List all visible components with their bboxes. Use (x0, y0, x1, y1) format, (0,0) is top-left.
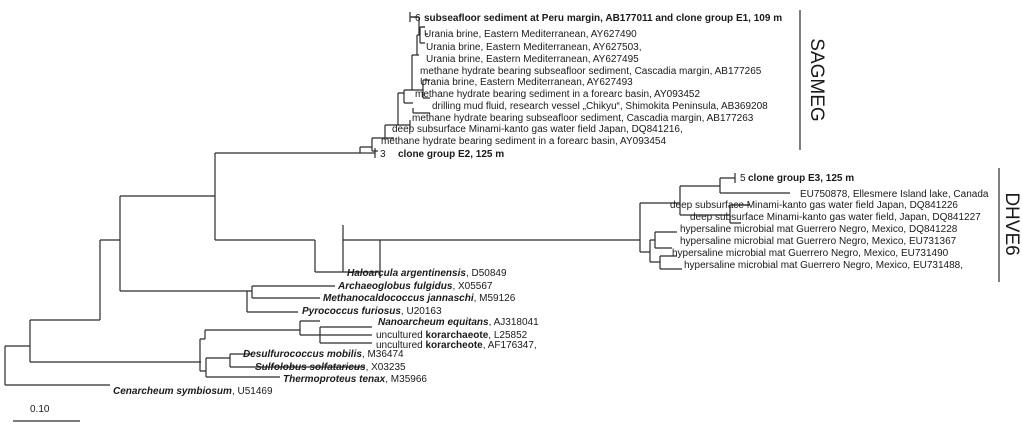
taxon-label: Urania brine, Eastern Mediterranean, AY6… (426, 54, 639, 65)
taxon-label: hypersaline microbial mat Guerrero Negro… (684, 260, 963, 271)
taxon-label: methane hydrate bearing subseafloor sedi… (412, 113, 754, 124)
taxon-label: Sulfolobus solfataricus, X03235 (255, 362, 406, 373)
taxon-label: Urania brine, Eastern Mediterranean, AY6… (424, 29, 637, 40)
taxon-label: hypersaline microbial mat Guerrero Negro… (672, 248, 949, 259)
taxon-label: Haloarcula argentinensis, D50849 (347, 268, 507, 279)
taxon-label: Urania brine, Eastern Mediterranean, AY6… (426, 42, 642, 53)
taxon-label: EU750878, Ellesmere Island lake, Canada (800, 189, 989, 200)
taxon-label: Thermoproteus tenax, M35966 (283, 374, 427, 385)
taxon-label: deep subsurface Minami-kanto gas water f… (690, 212, 981, 223)
taxon-label: drilling mud fluid, research vessel „Chi… (432, 101, 768, 112)
taxon-label: uncultured korarcheote, AF176347, (376, 340, 537, 351)
taxon-labels: subseafloor sediment at Peru margin, AB1… (113, 13, 989, 397)
taxon-label: Cenarcheum symbiosum, U51469 (113, 386, 273, 397)
taxon-label: methane hydrate bearing subseafloor sedi… (420, 66, 762, 77)
taxon-label: Methanocaldococcus jannaschi, M59126 (323, 293, 516, 304)
taxon-label: Pyrococcus furiosus, U20163 (302, 306, 442, 317)
group-label-dhve6: DHVE6 (1001, 192, 1022, 255)
taxon-label: hypersaline microbial mat Guerrero Negro… (680, 224, 958, 235)
taxon-label: methane hydrate bearing sediment in a fo… (381, 136, 666, 147)
dhve6-bracket: DHVE6 (998, 168, 1022, 282)
taxon-label: Desulfurococcus mobilis, M36474 (243, 349, 404, 360)
taxon-label: methane hydrate bearing sediment in a fo… (415, 89, 700, 100)
tree-branches (4, 12, 790, 386)
group-label-sagmeg: SAGMEG (806, 38, 827, 121)
taxon-label: Archaeoglobus fulgidus, X05567 (337, 281, 493, 292)
taxon-label: clone group E3, 125 m (748, 173, 854, 184)
scale-bar-label: 0.10 (30, 404, 50, 415)
taxon-label: deep subsurface Minami-kanto gas water f… (670, 200, 958, 211)
taxon-label: deep subsurface Minami-kanto gas water f… (392, 124, 683, 135)
sagmeg-bracket: SAGMEG (799, 10, 827, 150)
taxon-label: Nanoarcheum equitans, AJ318041 (378, 317, 539, 328)
taxon-label: clone group E2, 125 m (398, 149, 504, 160)
collapsed-count-e1: 6 (415, 13, 421, 24)
taxon-label: hypersaline microbial mat Guerrero Negro… (680, 236, 957, 247)
taxon-label: Urania brine, Eastern Mediterranean, AY6… (420, 77, 633, 88)
taxon-label: uncultured korarchaeote, L25852 (376, 330, 528, 341)
collapsed-count-e2: 3 (380, 149, 386, 160)
scale-bar: 0.10 (13, 404, 80, 422)
collapsed-count-e3: 5 (740, 173, 746, 184)
taxon-label: subseafloor sediment at Peru margin, AB1… (424, 13, 782, 24)
